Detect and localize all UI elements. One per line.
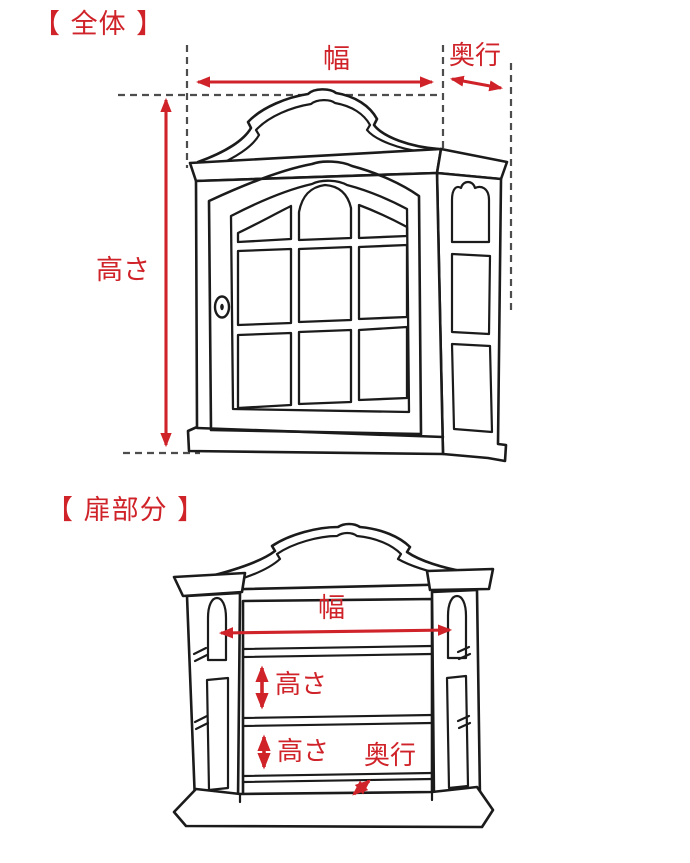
door-frame: [207, 160, 423, 436]
right-cornice: [425, 567, 495, 592]
left-cornice: [172, 571, 247, 598]
door-width-arrow: [218, 624, 453, 639]
door-knob: [213, 295, 231, 319]
door-dimension-arrows: [218, 624, 453, 796]
lower-shelf-height-label: 高さ: [277, 737, 330, 767]
door-glass-panes: [236, 183, 409, 410]
overall-cabinet-illustration: [186, 88, 509, 463]
upper-shelf-height-label: 高さ: [275, 670, 328, 700]
overall-dashed-guides: [118, 45, 513, 455]
side-panel: [435, 171, 508, 463]
door-section-title: 【 扉部分 】: [46, 495, 206, 526]
base: [172, 785, 495, 829]
door-width-label: 幅: [318, 593, 345, 624]
door-open-cabinet-illustration: [172, 522, 495, 829]
door-depth-arrow: [352, 779, 371, 796]
overall-width-label: 幅: [323, 44, 350, 75]
overall-height-label: 高さ: [96, 255, 150, 286]
right-column: [430, 588, 482, 802]
overall-depth-arrow: [449, 75, 504, 92]
column-panels: [192, 594, 472, 792]
overall-dimension-arrows: [160, 75, 504, 448]
door-depth-label: 奥行: [364, 741, 417, 771]
overall-depth-label: 奥行: [449, 41, 502, 71]
overall-section-title: 【 全体 】: [33, 9, 165, 40]
left-column: [185, 591, 242, 804]
